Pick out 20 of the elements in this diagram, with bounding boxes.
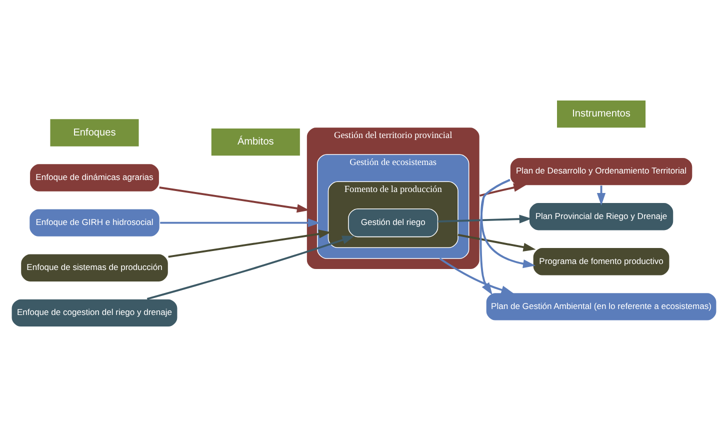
node-box: Plan de Desarrollo y Ordenamiento Territorial bbox=[510, 156, 693, 186]
node-box: Ámbitos bbox=[210, 127, 301, 156]
node-box: Enfoques bbox=[49, 118, 140, 147]
arrow bbox=[168, 229, 332, 258]
arrow bbox=[159, 186, 310, 212]
arrow bbox=[438, 214, 532, 223]
arrow bbox=[479, 182, 526, 196]
node-box: Programa de fomento productivo bbox=[532, 246, 670, 276]
node-box: Gestión del riego bbox=[348, 208, 438, 237]
node-box: Enfoque de cogestion del riego y drenaje bbox=[11, 298, 178, 327]
node-box: Plan Provincial de Riego y Drenaje bbox=[528, 202, 674, 230]
node-box: Instrumentos bbox=[556, 99, 646, 128]
arrow bbox=[146, 235, 355, 300]
node-box: Enfoque de GIRH e hidrosocial bbox=[28, 208, 160, 237]
node-box: Plan de Gestión Ambiental (en lo referente a ecosistemas) bbox=[486, 292, 717, 321]
node-box: Enfoque de sistemas de producción bbox=[20, 253, 169, 282]
arrow bbox=[480, 178, 536, 268]
arrow bbox=[160, 218, 320, 227]
arrow bbox=[458, 233, 536, 251]
node-box: Enfoque de dinámicas agrarias bbox=[29, 162, 160, 192]
